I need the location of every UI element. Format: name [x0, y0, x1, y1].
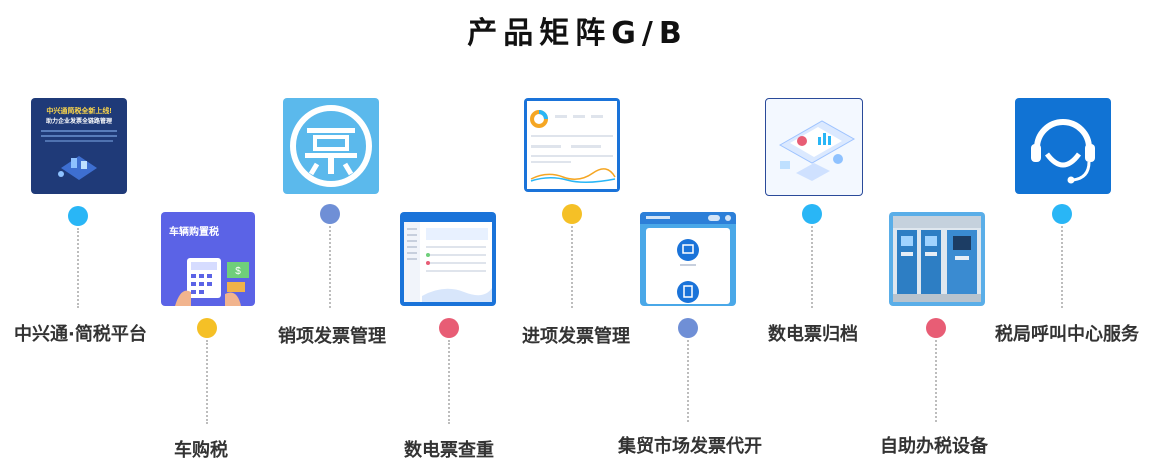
- product-label: 中兴通·简税平台: [14, 324, 147, 345]
- product-label: 数电票查重: [404, 440, 494, 461]
- connector-line: [687, 340, 689, 422]
- connector-line: [1061, 226, 1063, 308]
- kiosk-photo: [893, 216, 981, 302]
- connector-line: [329, 226, 331, 308]
- connector-line: [448, 340, 450, 424]
- product-image-shudianpiao-chazhong[interactable]: [400, 212, 496, 306]
- product-image-guidang[interactable]: [765, 98, 863, 196]
- product-image-chegoushui[interactable]: 车辆购置税 $: [161, 212, 255, 306]
- product-image-zxt-jianshui[interactable]: 中兴通简税全新上线! 助力企业发票全链路管理: [31, 98, 127, 194]
- product-image-hujiao[interactable]: [1015, 98, 1111, 194]
- connector-line: [811, 226, 813, 308]
- timeline-dot: [197, 318, 217, 338]
- image-headline: 车辆购置税: [169, 227, 219, 238]
- product-label: 集贸市场发票代开: [618, 436, 762, 457]
- product-label: 自助办税设备: [880, 436, 988, 457]
- image-subheadline: 助力企业发票全链路管理: [45, 119, 112, 125]
- city-graphic: [41, 130, 117, 180]
- dashboard-screenshot: [404, 216, 492, 302]
- product-label: 销项发票管理: [278, 326, 386, 347]
- calculator-icon: $: [175, 258, 249, 306]
- product-label: 税局呼叫中心服务: [995, 324, 1139, 345]
- dashboard-screenshot: [527, 101, 617, 189]
- product-label: 车购税: [174, 440, 228, 461]
- product-label: 数电票归档: [768, 324, 858, 345]
- product-image-zizhu[interactable]: [889, 212, 985, 306]
- isometric-dashboard-graphic: [778, 120, 856, 181]
- invoice-stamp-icon: [290, 105, 372, 187]
- timeline-dot: [802, 204, 822, 224]
- timeline-dot: [320, 204, 340, 224]
- timeline-dot: [1052, 204, 1072, 224]
- svg-text:$: $: [235, 266, 241, 277]
- headset-support-icon: [1031, 119, 1095, 184]
- timeline-dot: [562, 204, 582, 224]
- product-label: 进项发票管理: [522, 326, 630, 347]
- timeline-dot: [439, 318, 459, 338]
- product-image-xiaoxiang[interactable]: [283, 98, 379, 194]
- connector-line: [77, 228, 79, 308]
- image-headline: 中兴通简税全新上线!: [46, 108, 112, 115]
- timeline-dot: [68, 206, 88, 226]
- mobile-app-screenshot: [640, 212, 736, 304]
- connector-line: [935, 340, 937, 422]
- timeline-dot: [678, 318, 698, 338]
- page-title: 产品矩阵G/B: [467, 16, 688, 51]
- connector-line: [571, 226, 573, 308]
- timeline-dot: [926, 318, 946, 338]
- product-image-jimao[interactable]: [640, 212, 736, 306]
- connector-line: [206, 340, 208, 424]
- product-image-jinxiang[interactable]: [524, 98, 620, 192]
